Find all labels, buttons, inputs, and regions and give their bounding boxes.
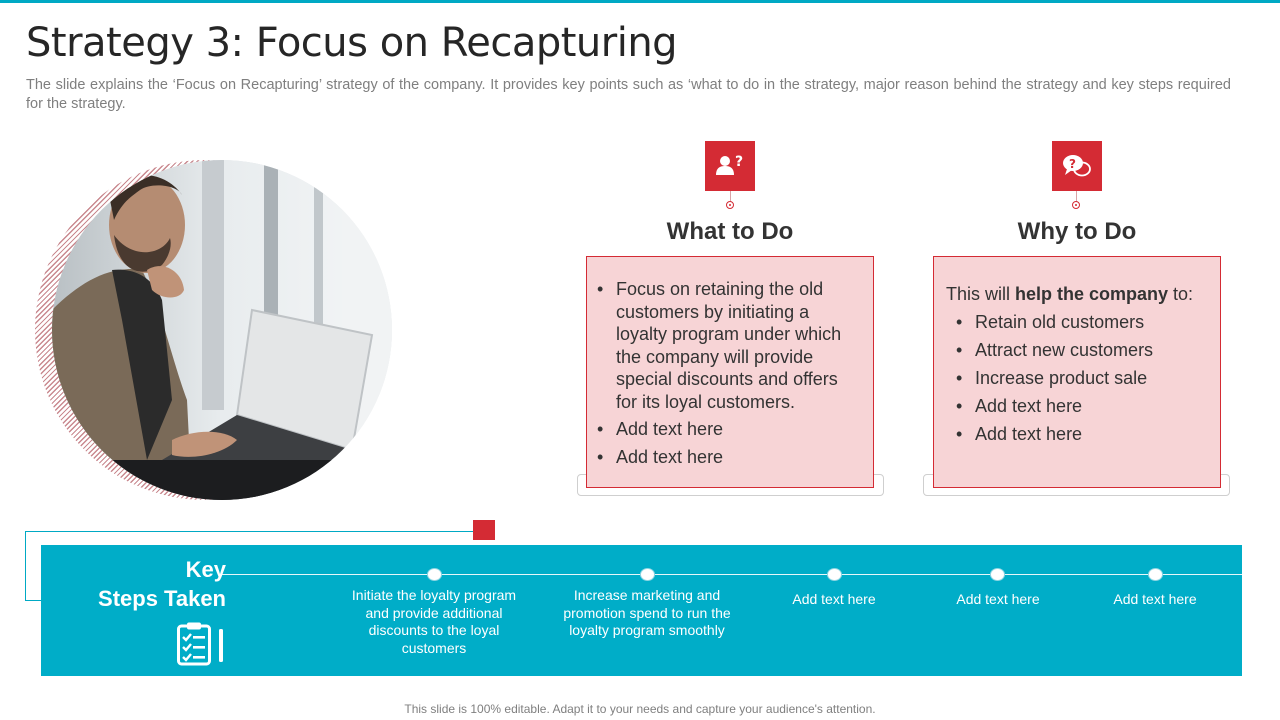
- key-steps-title-line1: Key: [185, 557, 226, 582]
- timeline-node: [640, 568, 655, 581]
- why-connector: [1076, 191, 1077, 205]
- list-item: Retain old customers: [956, 311, 1208, 334]
- why-intro-bold: help the company: [1015, 284, 1169, 304]
- slide-subtitle: The slide explains the ‘Focus on Recaptu…: [26, 77, 1231, 112]
- key-step-3: Add text here: [792, 591, 876, 607]
- key-step-5: Add text here: [1113, 591, 1197, 607]
- key-step-2: Increase marketing and promotion spend t…: [563, 587, 731, 639]
- top-accent-rule: [0, 0, 1280, 3]
- why-intro-post: to:: [1168, 284, 1194, 304]
- key-step-4: Add text here: [956, 591, 1040, 607]
- key-step-1: Initiate the loyalty program and provide…: [351, 587, 517, 657]
- why-to-do-list: Retain old customers Attract new custome…: [946, 311, 1208, 446]
- what-connector: [730, 191, 731, 205]
- list-item: Add text here: [597, 446, 855, 469]
- list-item: Add text here: [956, 423, 1208, 446]
- key-steps-title-line2: Steps Taken: [98, 586, 226, 611]
- clipboard-checklist-icon: [177, 622, 227, 671]
- key-steps-title: Key Steps Taken: [60, 555, 226, 613]
- why-intro: This will help the company to:: [946, 283, 1208, 305]
- timeline-node: [1148, 568, 1163, 581]
- timeline-node: [990, 568, 1005, 581]
- chat-question-icon: ?: [1052, 141, 1102, 191]
- what-to-do-card: Focus on retaining the old customers by …: [586, 256, 874, 488]
- why-to-do-title: Why to Do: [1017, 218, 1137, 245]
- key-steps-band: [41, 545, 1242, 676]
- photo-illustration: [52, 160, 392, 500]
- man-with-laptop-photo: [52, 160, 392, 500]
- timeline-node: [827, 568, 842, 581]
- why-connector-dot: [1072, 201, 1080, 209]
- slide-title: Strategy 3: Focus on Recapturing: [26, 20, 678, 66]
- svg-text:?: ?: [1069, 157, 1076, 171]
- list-item: Add text here: [956, 395, 1208, 418]
- why-to-do-card: This will help the company to: Retain ol…: [933, 256, 1221, 488]
- what-connector-dot: [726, 201, 734, 209]
- what-to-do-list: Focus on retaining the old customers by …: [597, 278, 855, 469]
- list-item: Focus on retaining the old customers by …: [597, 278, 855, 413]
- list-item: Increase product sale: [956, 367, 1208, 390]
- timeline-line: [222, 574, 1242, 575]
- timeline-node: [427, 568, 442, 581]
- list-item: Attract new customers: [956, 339, 1208, 362]
- slide-footer: This slide is 100% editable. Adapt it to…: [404, 702, 876, 716]
- what-to-do-title: What to Do: [666, 218, 794, 245]
- list-item: Add text here: [597, 418, 855, 441]
- timeline-marker: [473, 520, 495, 540]
- why-intro-pre: This will: [946, 284, 1016, 304]
- svg-text:?: ?: [735, 154, 743, 170]
- person-question-icon: ?: [705, 141, 755, 191]
